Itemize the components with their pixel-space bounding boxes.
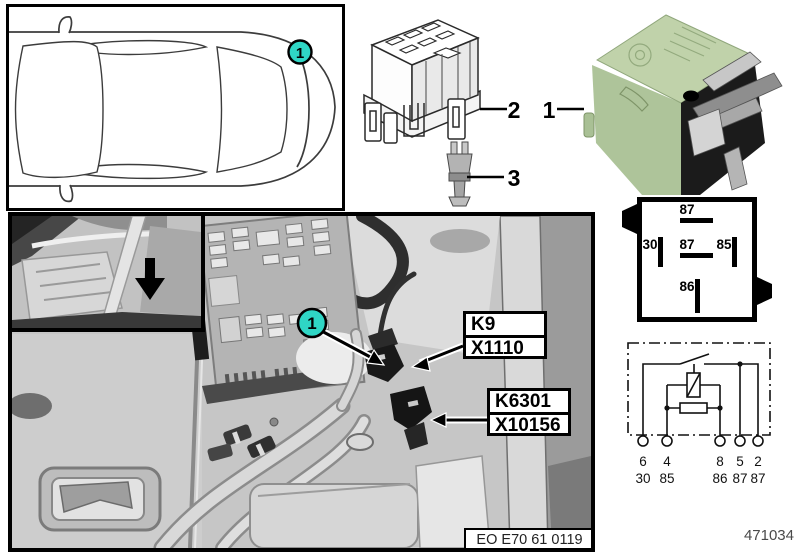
relay-socket-illustration	[363, 19, 481, 144]
car-top-view: 1	[7, 16, 336, 203]
schematic-terminal-number: 30	[635, 471, 650, 486]
car-windshield	[216, 46, 288, 173]
car-callout-1-number: 1	[296, 45, 304, 62]
photo-callout-1-number: 1	[307, 314, 316, 333]
terminal-pin-illustration	[446, 141, 473, 207]
car-hood-line	[296, 50, 310, 168]
schematic-pin-number: 5	[736, 454, 744, 469]
relay-photo	[583, 14, 783, 195]
label-box-k9: K9 X1110	[463, 311, 547, 359]
callout-arrows	[314, 324, 487, 428]
car-side-glass-bottom	[65, 163, 209, 180]
schematic-housing-outline	[627, 342, 771, 436]
relay-socket-and-pin-drawing: 2 1 3	[363, 19, 584, 207]
drawing-number: 471034	[743, 527, 794, 544]
photo-callout-1-badge[interactable]: 1	[296, 307, 328, 339]
pinout-label-87-center: 87	[679, 237, 694, 252]
schematic-terminal-number: 87	[732, 471, 747, 486]
schematic-terminal-number: 87	[750, 471, 765, 486]
component-code: K6301	[495, 391, 551, 412]
callout-leaders	[467, 107, 584, 179]
relay-embossed-markings	[628, 26, 717, 67]
engine-bay-photo: 1	[12, 216, 591, 548]
part-callout-3[interactable]: 3	[508, 165, 521, 191]
schematic-resistor	[679, 402, 708, 414]
cowl-area-photo	[12, 216, 201, 328]
pinout-label-85: 85	[716, 237, 732, 252]
schematic-pin-number: 6	[639, 454, 647, 469]
pinout-label-87-top: 87	[679, 202, 694, 217]
photo-caption: EO E70 61 0119	[464, 528, 591, 548]
installation-photo-panel: 1 K9	[8, 212, 595, 552]
pinout-key-tab-left	[622, 204, 637, 234]
car-location-panel: 1	[6, 4, 345, 211]
car-mirror-top	[58, 16, 73, 34]
part-callout-2[interactable]: 2	[508, 97, 521, 123]
schematic-pin-number: 4	[663, 454, 671, 469]
pinout-label-86: 86	[679, 279, 695, 294]
part-callout-1[interactable]: 1	[543, 97, 556, 123]
schematic-switch-contact	[679, 353, 710, 365]
schematic-terminal-number: 85	[659, 471, 674, 486]
schematic-pin-number: 8	[716, 454, 724, 469]
connector-code: X1110	[466, 335, 544, 359]
location-arrow-down	[135, 258, 165, 300]
schematic-pin-number: 2	[754, 454, 762, 469]
door-latch-recess	[38, 466, 162, 532]
connector-code: X10156	[490, 412, 568, 436]
relay-pinout-diagram: 87 30 87 85 86	[622, 197, 772, 322]
car-side-glass-top	[65, 39, 209, 56]
component-code: K9	[471, 314, 496, 335]
location-inset-photo	[12, 216, 205, 332]
harness-connectors	[207, 424, 276, 462]
relay-circuit-schematic: 6 4 8 5 2 30 85 86 87 87	[627, 342, 771, 486]
relay-k6301-in-photo	[390, 386, 432, 450]
car-callout-1-badge[interactable]: 1	[287, 39, 313, 65]
pinout-key-tab-right	[757, 277, 772, 305]
label-box-k6301: K6301 X10156	[487, 388, 571, 436]
car-body-outline	[7, 31, 336, 187]
car-rear-window	[14, 40, 104, 179]
pinout-label-30: 30	[642, 237, 657, 252]
car-mirror-bottom	[59, 184, 74, 203]
schematic-terminal-number: 86	[712, 471, 727, 486]
